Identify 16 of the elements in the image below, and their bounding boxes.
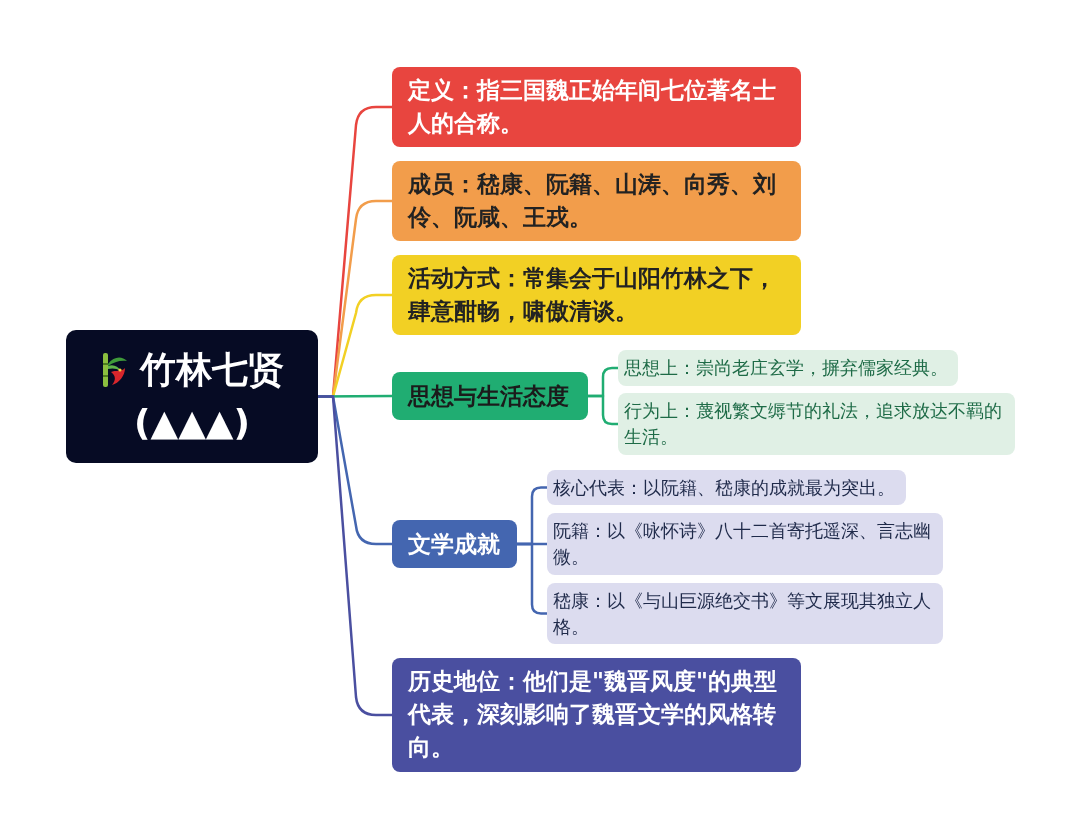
central-topic-title: 竹林七贤 (140, 348, 284, 392)
central-topic-box (66, 330, 318, 463)
subtopic-box: 阮籍：以《咏怀诗》八十二首寄托遥深、言志幽微。 (547, 513, 943, 575)
topic-box: 定义：指三国魏正始年间七位著名士人的合称。 (392, 67, 801, 147)
topic-box: 活动方式：常集会于山阳竹林之下，肆意酣畅，啸傲清谈。 (392, 255, 801, 335)
topic-box: 成员：嵇康、阮籍、山涛、向秀、刘伶、阮咸、王戎。 (392, 161, 801, 241)
topic-box: 思想与生活态度 (392, 372, 588, 420)
subtopic-box: 核心代表：以阮籍、嵇康的成就最为突出。 (547, 470, 906, 505)
subtopic-box: 行为上：蔑视繁文缛节的礼法，追求放达不羁的生活。 (618, 393, 1015, 455)
topic-box: 历史地位：他们是"魏晋风度"的典型代表，深刻影响了魏晋文学的风格转向。 (392, 658, 801, 772)
topic-box: 文学成就 (392, 520, 517, 568)
connector-line (588, 394, 618, 426)
connector-line (318, 395, 392, 717)
subtopic-box: 嵇康：以《与山巨源绝交书》等文展现其独立人格。 (547, 583, 943, 644)
central-topic-subtitle: (▲▲▲) (134, 401, 250, 445)
subtopic-box: 思想上：崇尚老庄玄学，摒弃儒家经典。 (618, 350, 958, 386)
